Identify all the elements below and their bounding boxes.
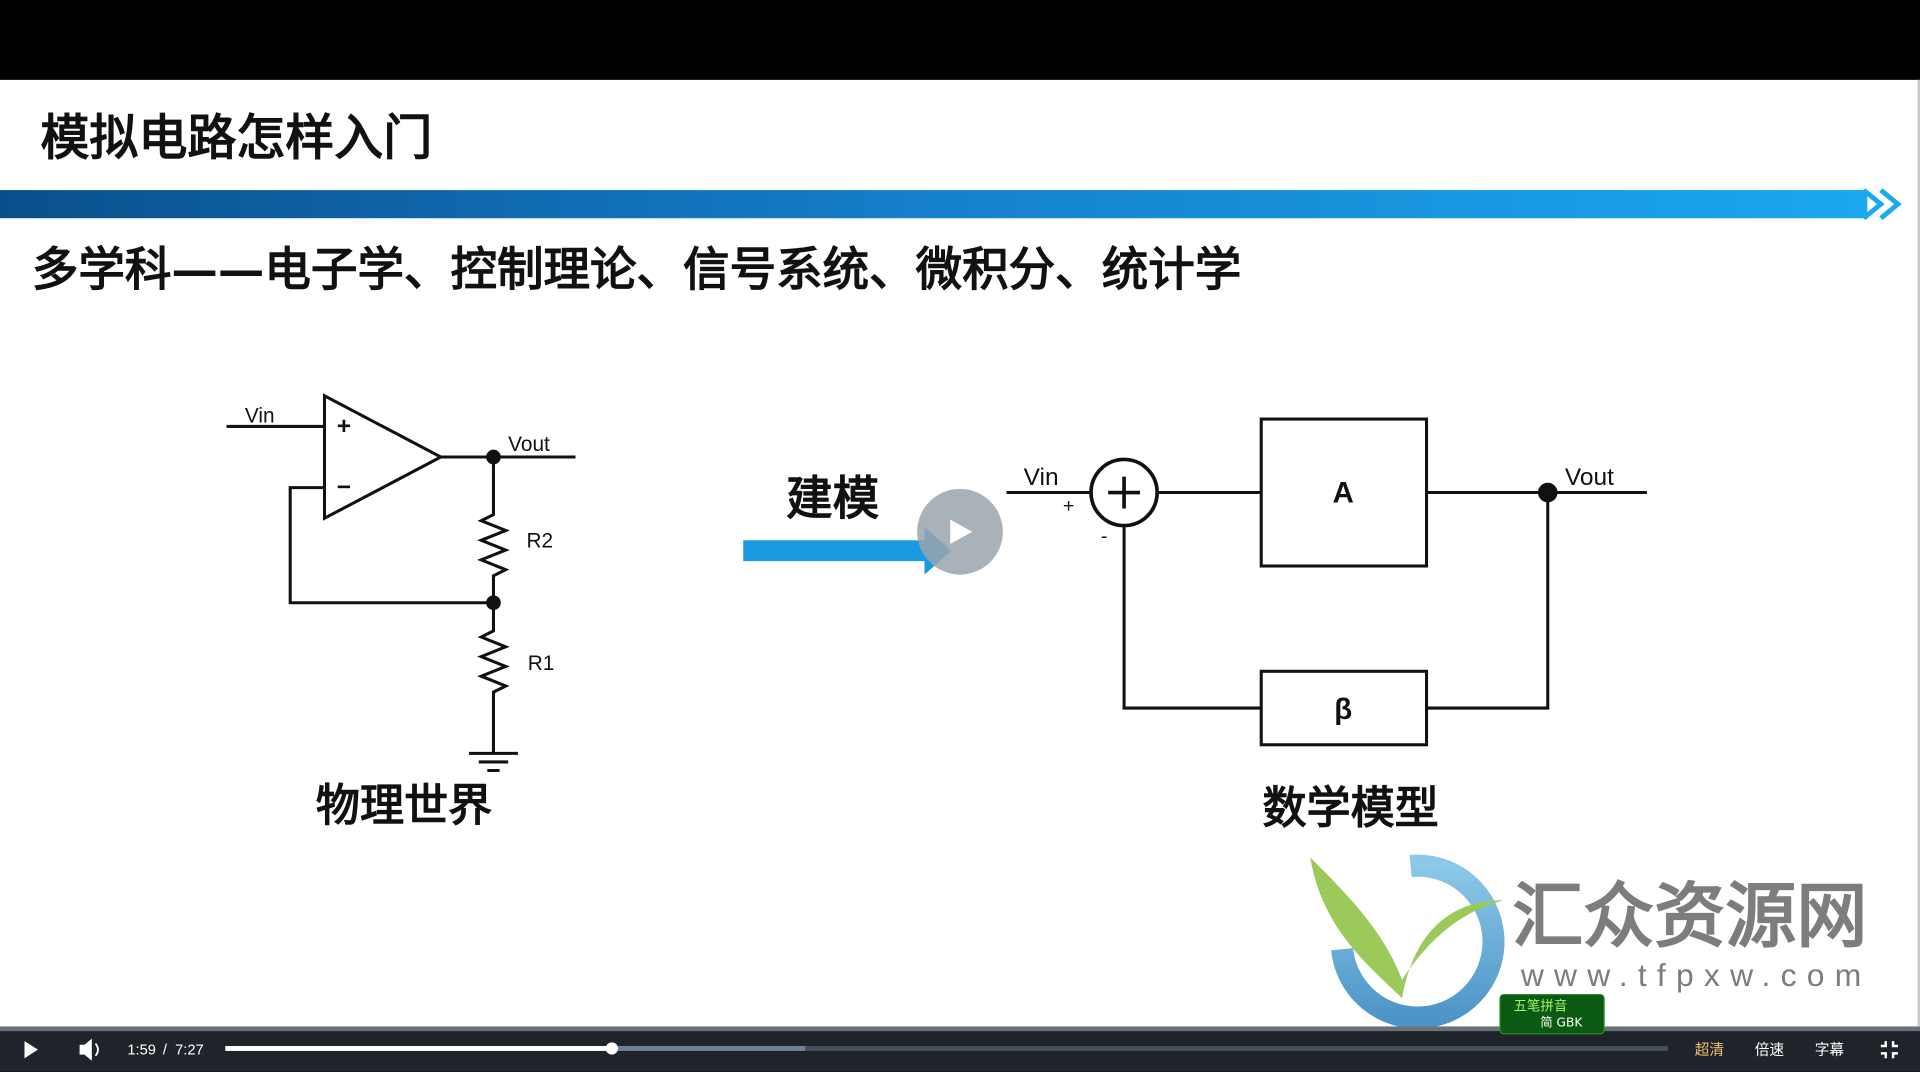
feedback-wire <box>288 486 494 605</box>
r1-label: R1 <box>528 652 555 675</box>
ground-icon <box>468 751 518 773</box>
block-diagram <box>1006 417 1647 747</box>
math-model-caption: 数学模型 <box>1262 783 1438 834</box>
ime-charset[interactable]: 简 GBK <box>1540 1015 1583 1029</box>
center-play-button[interactable] <box>917 488 1003 575</box>
ime-toolbar[interactable]: 五笔拼音 简 GBK <box>1499 993 1605 1035</box>
ime-mode[interactable]: 五笔拼音 <box>1513 997 1567 1014</box>
minus-label: - <box>1101 526 1108 548</box>
gain-block-a <box>1259 417 1429 568</box>
physical-world-caption: 物理世界 <box>316 781 492 832</box>
play-pause-button[interactable] <box>24 1041 38 1059</box>
progress-played <box>225 1046 612 1051</box>
slide-title: 模拟电路怎样入门 <box>40 109 432 167</box>
block-a-label: A <box>1333 476 1354 509</box>
volume-button[interactable] <box>79 1038 99 1061</box>
scrollbar-edge <box>1917 79 1920 1027</box>
letterbox-top <box>0 0 1920 80</box>
progress-handle[interactable] <box>605 1042 619 1055</box>
feedback-path <box>1122 492 1550 710</box>
progress-bar[interactable] <box>225 1042 1668 1055</box>
sum-plus-icon <box>1108 476 1140 509</box>
resistor-r2 <box>477 457 510 603</box>
speed-button[interactable]: 倍速 <box>1755 1042 1785 1059</box>
plus-label: + <box>337 413 351 440</box>
slide-subtitle: 多学科——电子学、控制理论、信号系统、微积分、统计学 <box>32 242 1241 297</box>
vin-label: Vin <box>245 405 275 428</box>
plus-label: + <box>1063 495 1074 517</box>
vout-label: Vout <box>508 433 550 456</box>
resistor-r1 <box>477 602 510 754</box>
player-controlbar <box>0 1031 1920 1072</box>
block-beta-label: β <box>1334 693 1352 726</box>
time-separator: / <box>163 1043 168 1059</box>
watermark-name: 汇众资源网 <box>1512 874 1867 958</box>
exit-fullscreen-icon[interactable] <box>1880 1041 1898 1059</box>
r2-label: R2 <box>527 530 554 553</box>
opamp-symbol <box>322 393 445 521</box>
vout-label: Vout <box>1565 464 1614 491</box>
output-node <box>1537 482 1558 503</box>
duration: 7:27 <box>175 1043 204 1059</box>
quality-button[interactable]: 超清 <box>1695 1042 1724 1059</box>
play-icon <box>950 519 973 544</box>
controlbar-top-edge <box>0 1026 1920 1032</box>
watermark-url: www.tfpxw.com <box>1520 957 1861 993</box>
minus-label: − <box>337 474 351 501</box>
watermark-logo <box>1310 854 1505 1029</box>
modeling-label: 建模 <box>786 471 880 526</box>
feedback-node <box>486 595 501 611</box>
feedback-block-beta <box>1259 669 1429 747</box>
subtitle-button[interactable]: 字幕 <box>1815 1042 1845 1059</box>
vin-label: Vin <box>1024 464 1059 491</box>
title-divider-bar <box>0 188 1902 221</box>
output-node <box>486 449 501 465</box>
current-time: 1:59 <box>127 1043 156 1059</box>
opamp-circuit <box>226 393 576 773</box>
